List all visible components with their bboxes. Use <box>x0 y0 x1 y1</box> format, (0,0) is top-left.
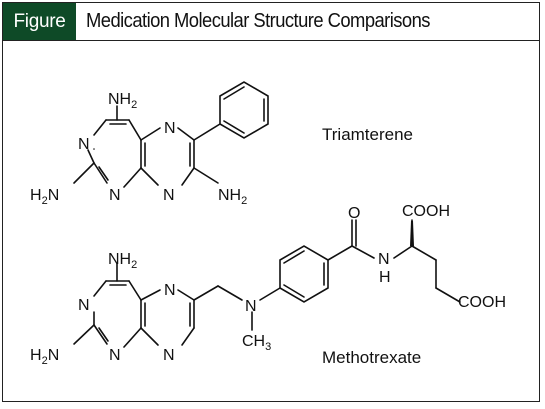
methotrexate-carbonyl-o: O <box>348 205 360 222</box>
methotrexate-n1: N <box>78 297 90 314</box>
methotrexate-amide-n: N <box>378 251 390 268</box>
methotrexate-nh2-left: H2N <box>30 347 59 367</box>
triamterene-n2: N <box>164 120 176 137</box>
figure-header: Figure Medication Molecular Structure Co… <box>3 3 539 41</box>
triamterene-n1: N <box>78 136 90 153</box>
methotrexate-methyl: CH3 <box>242 333 271 353</box>
methotrexate-structure: NH2 N N N N H2N N CH3 O N H COOH COOH Me… <box>30 203 506 367</box>
triamterene-nh2-top: NH2 <box>108 91 137 111</box>
figure-tag: Figure <box>3 3 76 40</box>
triamterene-structure: NH2 N N N N H2N NH2 Triamterene <box>30 81 413 207</box>
figure-frame: Figure Medication Molecular Structure Co… <box>2 2 540 402</box>
triamterene-nh2-right: NH2 <box>218 187 247 207</box>
methotrexate-n4: N <box>163 347 175 364</box>
methotrexate-amide-h: H <box>379 269 391 286</box>
methotrexate-label: Methotrexate <box>322 348 421 367</box>
triamterene-label: Triamterene <box>322 125 413 144</box>
methotrexate-amine-n: N <box>245 298 257 315</box>
triamterene-n3: N <box>109 187 121 204</box>
triamterene-n4: N <box>163 187 175 204</box>
methotrexate-cooh-side: COOH <box>458 294 506 311</box>
methotrexate-n2: N <box>164 282 176 299</box>
figure-title: Medication Molecular Structure Compariso… <box>86 10 431 32</box>
methotrexate-cooh-alpha: COOH <box>402 203 450 220</box>
triamterene-nh2-left: H2N <box>30 187 59 207</box>
methotrexate-n3: N <box>109 347 121 364</box>
methotrexate-nh2-top: NH2 <box>108 251 137 271</box>
